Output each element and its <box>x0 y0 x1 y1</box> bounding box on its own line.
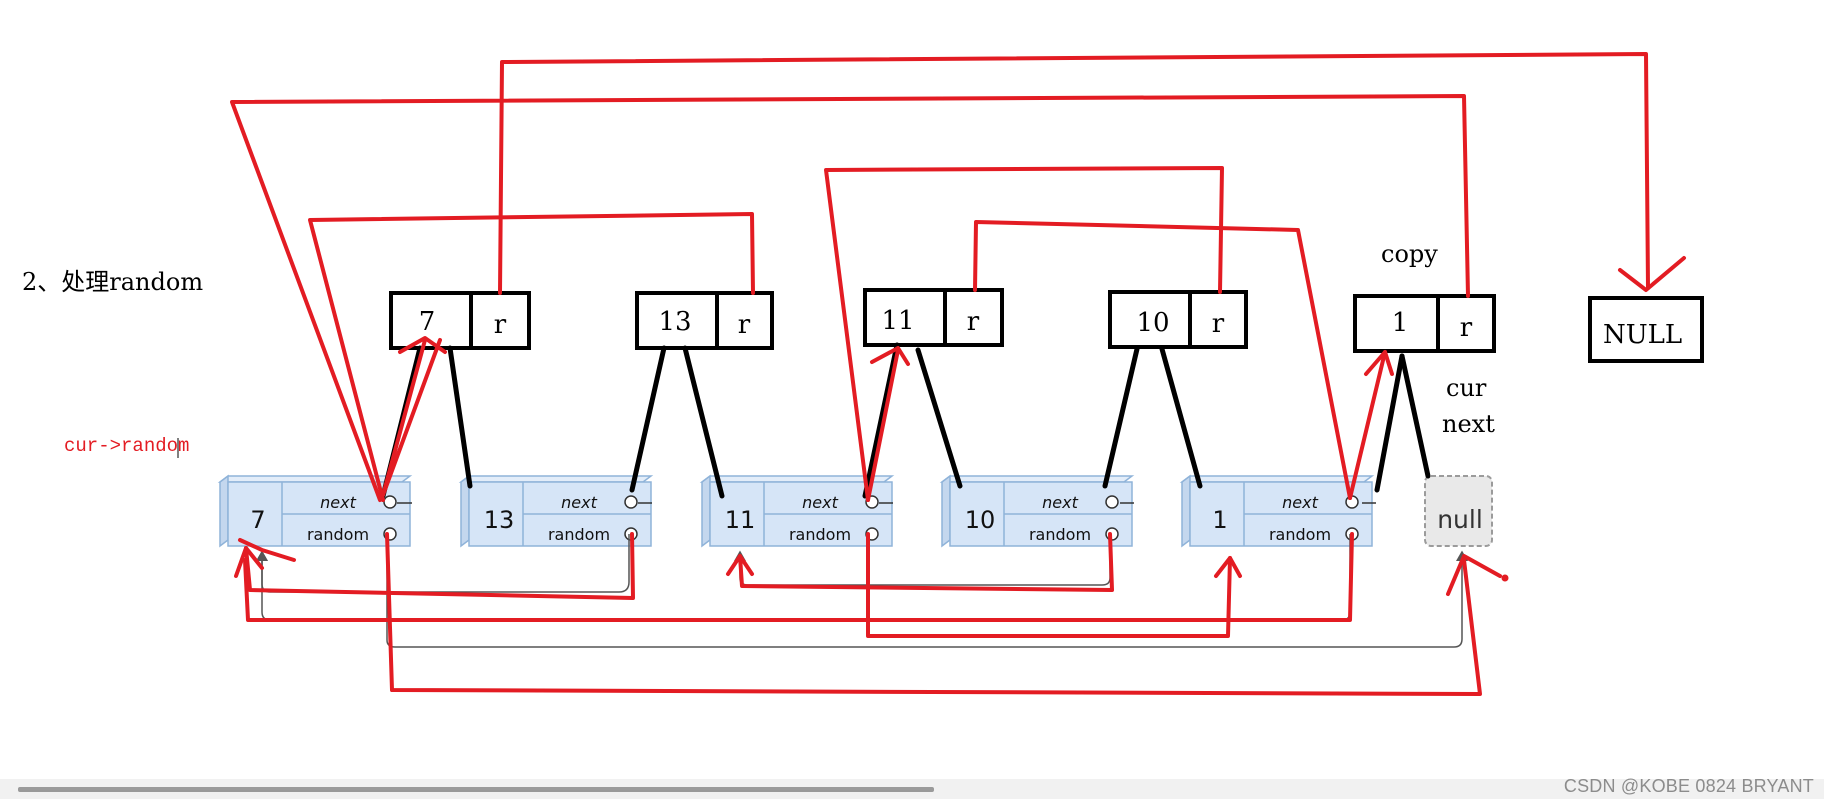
copy-node-3-value: 11 <box>881 306 914 336</box>
next-field-label: next <box>802 493 838 512</box>
copy-node-1-r: r <box>494 310 507 340</box>
original-node-4: 10 next random <box>939 474 1135 548</box>
random-field-label: random <box>548 525 610 544</box>
copy-node-1: 7 r <box>389 291 531 350</box>
cur-label: cur <box>1446 374 1487 402</box>
copy-node-5-value: 1 <box>1392 308 1409 338</box>
copy-node-4-r: r <box>1212 309 1225 339</box>
heading: 2、处理random <box>22 268 203 296</box>
next-pointer-dot <box>1105 495 1119 509</box>
random-field-label: random <box>307 525 369 544</box>
random-field-label: random <box>789 525 851 544</box>
next-field-label: next <box>1282 493 1318 512</box>
copy-node-2-r: r <box>738 310 751 340</box>
original-list: 7 next random 13 next random 11 next random 10 nex… <box>217 474 1375 548</box>
next-field-label: next <box>561 493 597 512</box>
original-node-3: 11 next random <box>699 474 895 548</box>
red-annotations <box>230 52 1686 696</box>
copy-node-3-r: r <box>967 307 980 337</box>
copy-node-1-value: 7 <box>419 307 436 337</box>
scrollbar-thumb[interactable] <box>18 787 934 792</box>
watermark: CSDN @KOBE 0824 BRYANT <box>1563 776 1814 796</box>
original-random-arrows <box>256 534 1468 648</box>
copy-node-5-r: r <box>1460 313 1473 343</box>
null-box-label: NULL <box>1603 320 1682 350</box>
copy-node-2-value: 13 <box>658 307 691 337</box>
null-box: NULL <box>1588 296 1704 363</box>
next-field-label: next <box>1042 493 1078 512</box>
copy-node-5: 1 r <box>1353 294 1496 353</box>
original-node-5-value: 1 <box>1212 506 1227 534</box>
random-field-label: random <box>1269 525 1331 544</box>
copy-node-2: 13 r <box>635 291 774 350</box>
next-pointer-dot <box>624 495 638 509</box>
cur-random-label: cur->random <box>64 435 189 457</box>
next-pointer-dot <box>383 495 397 509</box>
clone-links <box>380 342 1431 499</box>
random-field-label: random <box>1029 525 1091 544</box>
original-node-4-value: 10 <box>965 506 996 534</box>
original-node-2-value: 13 <box>484 506 515 534</box>
copy-node-4: 10 r <box>1108 290 1248 349</box>
original-node-3-value: 11 <box>725 506 756 534</box>
diagram-canvas: 2、处理random cur->random copy cur next NUL… <box>22 52 1704 696</box>
copy-label: copy <box>1381 240 1438 268</box>
copy-node-4-value: 10 <box>1136 308 1169 338</box>
horizontal-scrollbar[interactable] <box>0 779 1824 799</box>
original-node-5: 1 next random <box>1179 474 1375 548</box>
original-node-1-value: 7 <box>250 506 265 534</box>
original-node-2: 13 next random <box>458 474 654 548</box>
next-field-label: next <box>320 493 356 512</box>
null-node: null <box>1424 475 1493 547</box>
null-node-label: null <box>1437 505 1483 534</box>
copy-node-3: 11 r <box>863 288 1004 347</box>
next-label: next <box>1442 410 1495 438</box>
